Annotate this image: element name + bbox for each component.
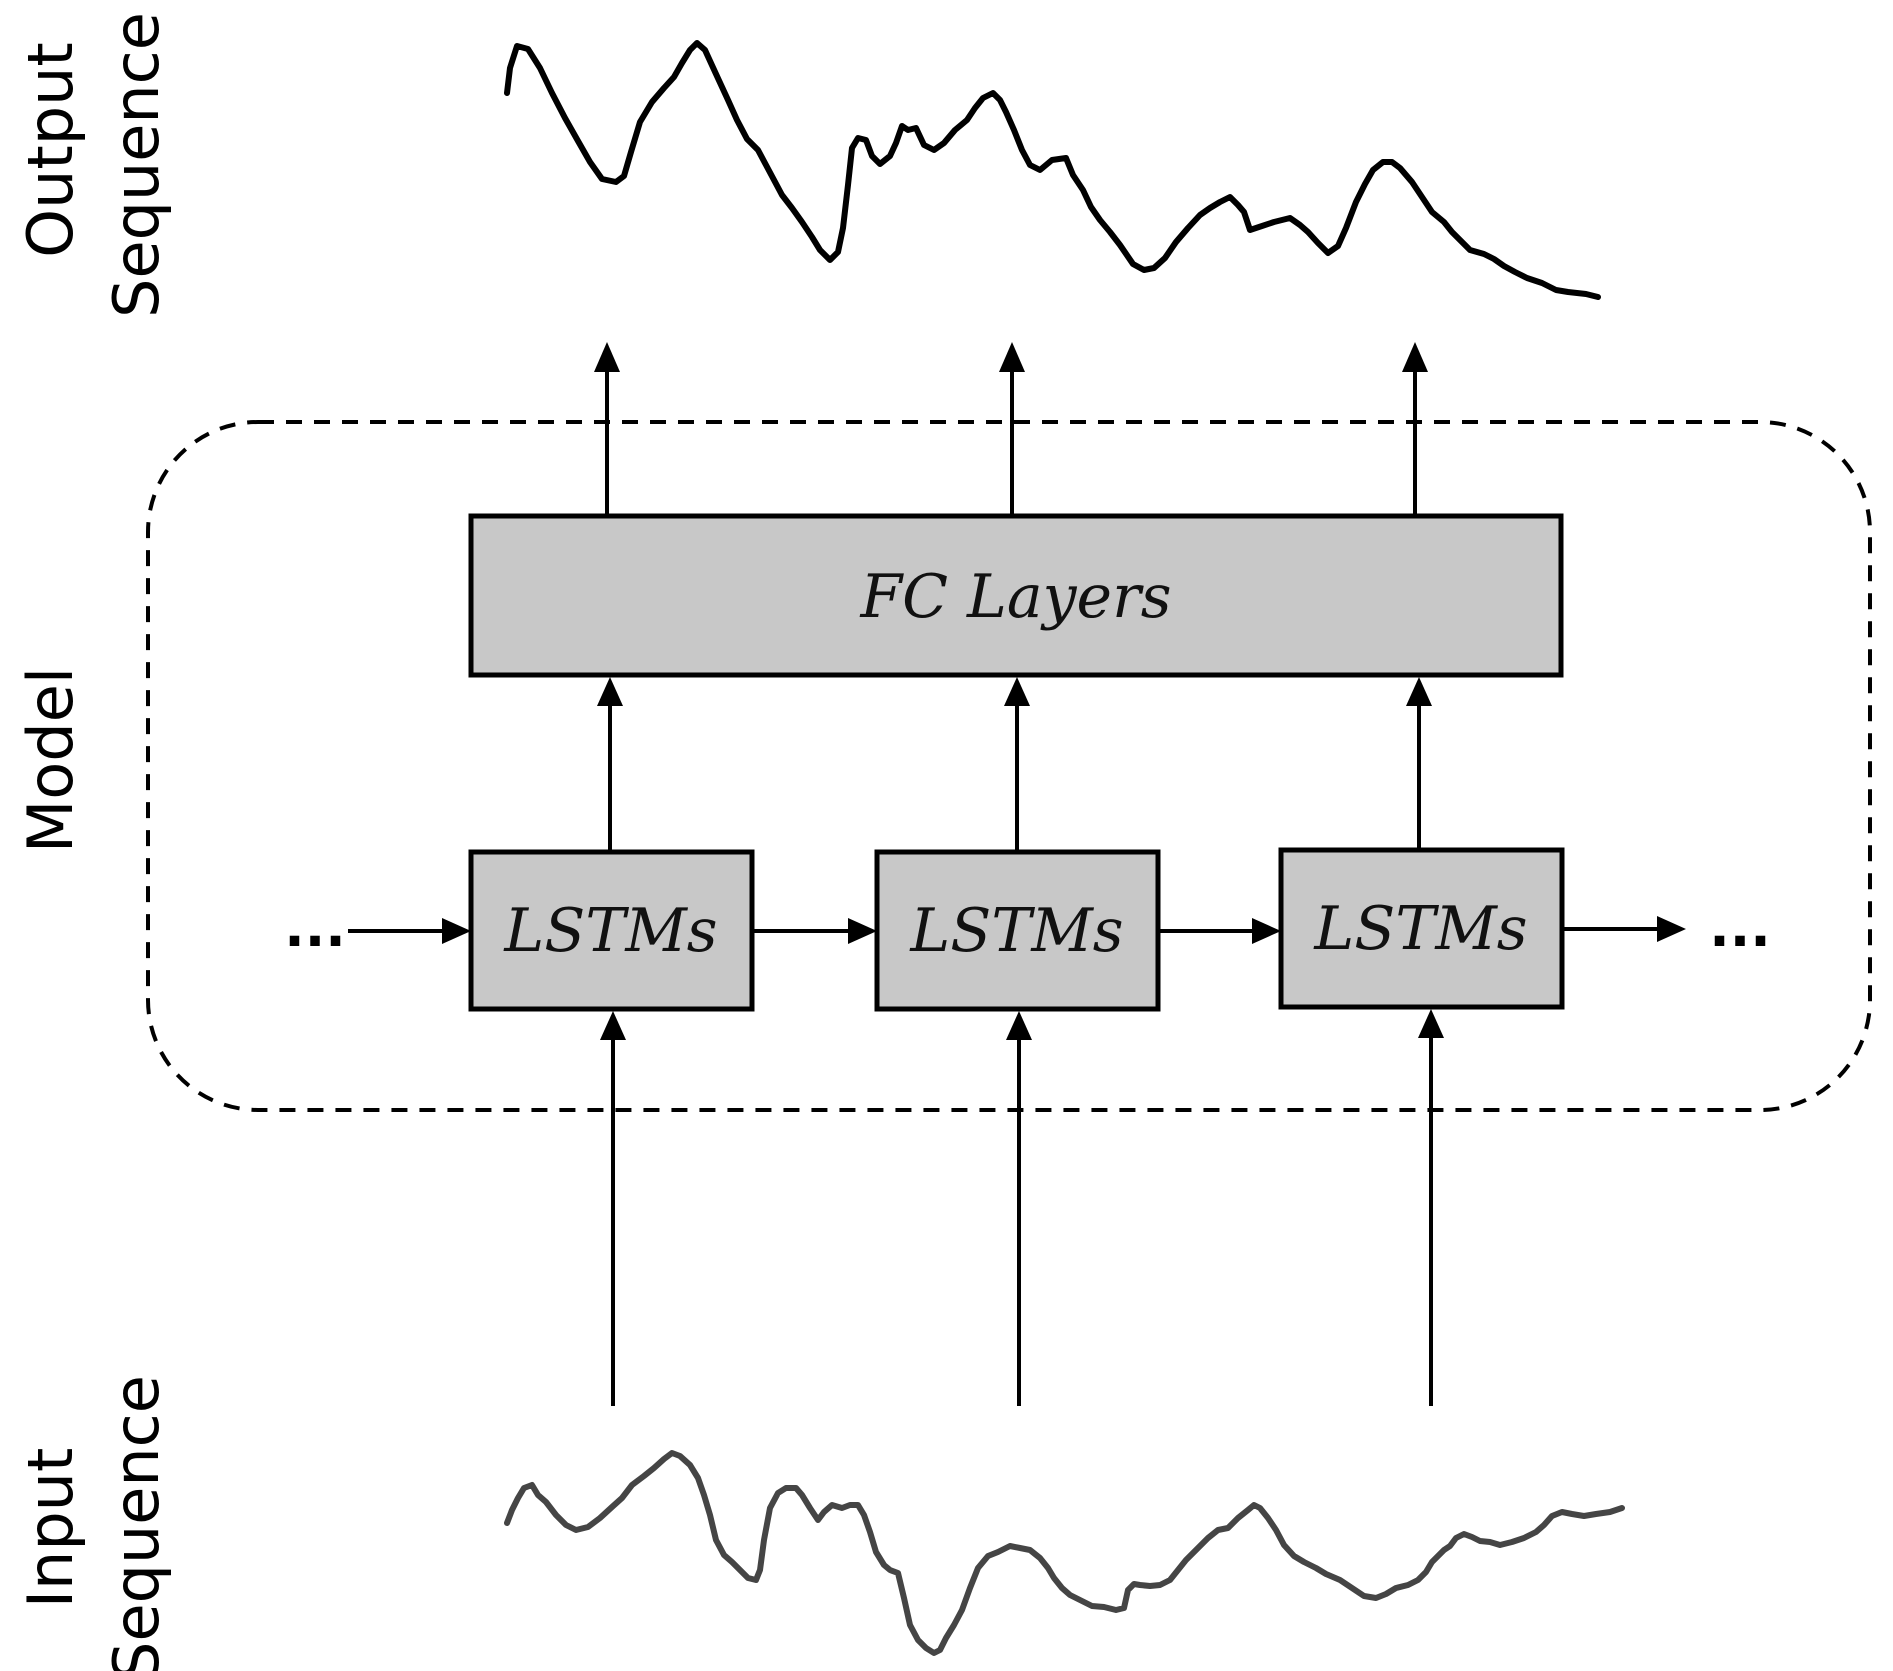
fc-output-arrowhead-2	[999, 342, 1025, 372]
model-label: Model	[14, 667, 87, 853]
input-lstm-arrowhead-1	[600, 1011, 626, 1040]
model-boundary	[146, 420, 1872, 1112]
lstm-cell-1: LSTMs	[468, 849, 755, 1012]
fc-layers-label: FC Layers	[859, 562, 1171, 632]
fc-output-arrowhead-1	[594, 342, 620, 372]
lstm-cell-label: LSTMs	[1313, 894, 1527, 964]
ellipsis-left: ...	[284, 896, 346, 959]
input-to-lstm-arrows	[600, 1009, 1444, 1406]
lstm-fc-arrowhead-3	[1406, 677, 1432, 706]
input-sequence-signal	[504, 1450, 1625, 1656]
fc-layers-box: FC Layers	[468, 513, 1564, 678]
recurrent-arrows	[348, 916, 1686, 944]
lstm-cell-2: LSTMs	[874, 849, 1161, 1012]
ellipsis-right: ...	[1709, 896, 1771, 959]
lstm-fc-arrowhead-1	[597, 677, 623, 706]
lstm-cell-3: LSTMs	[1278, 847, 1565, 1010]
recurrent-arrowhead-2-3	[1252, 918, 1281, 944]
lstm-to-fc-arrows	[597, 677, 1432, 850]
lstm-cell-label: LSTMs	[909, 896, 1123, 966]
output-label-line2: Sequence	[100, 12, 173, 318]
recurrent-arrowhead-in	[442, 918, 471, 944]
input-sequence-label: Input Sequence	[14, 1375, 173, 1671]
output-label-line1: Output	[14, 42, 87, 257]
lstm-cell-label: LSTMs	[503, 896, 717, 966]
fc-to-output-arrows	[594, 342, 1428, 516]
input-lstm-arrowhead-2	[1006, 1011, 1032, 1040]
recurrent-arrowhead-out	[1657, 916, 1686, 942]
recurrent-arrowhead-1-2	[848, 918, 877, 944]
input-label-line1: Input	[14, 1448, 87, 1609]
lstm-fc-arrowhead-2	[1004, 677, 1030, 706]
input-label-line2: Sequence	[100, 1375, 173, 1671]
fc-output-arrowhead-3	[1402, 342, 1428, 372]
input-lstm-arrowhead-3	[1418, 1009, 1444, 1038]
output-sequence-signal	[504, 40, 1601, 300]
output-sequence-label: Output Sequence	[14, 12, 173, 318]
